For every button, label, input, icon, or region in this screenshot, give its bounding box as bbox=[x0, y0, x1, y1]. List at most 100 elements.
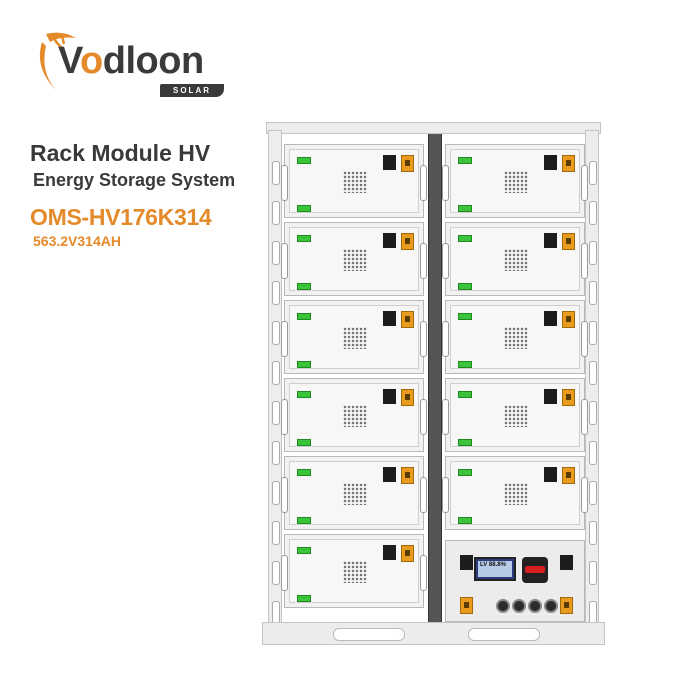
battery-module bbox=[281, 144, 427, 218]
rack-hole bbox=[589, 561, 597, 585]
battery-handle bbox=[281, 555, 288, 591]
rack-hole bbox=[589, 201, 597, 225]
base-handle-right bbox=[468, 628, 540, 641]
terminal-block-icon bbox=[544, 467, 557, 482]
battery-handle bbox=[442, 243, 449, 279]
battery-module bbox=[442, 300, 588, 374]
battery-rack: LV 88.8% bbox=[262, 122, 605, 645]
status-led-icon bbox=[297, 391, 311, 398]
rack-hole bbox=[272, 441, 280, 465]
breaker-switch[interactable] bbox=[522, 557, 548, 583]
status-led-icon bbox=[297, 469, 311, 476]
terminal-block-icon bbox=[383, 389, 396, 404]
rack-hole bbox=[272, 481, 280, 505]
rack-base bbox=[262, 622, 605, 645]
battery-handle bbox=[281, 399, 288, 435]
rack-hole bbox=[272, 161, 280, 185]
status-led-icon bbox=[458, 235, 472, 242]
lcd-display: LV 88.8% bbox=[474, 557, 516, 581]
rack-hole bbox=[272, 521, 280, 545]
status-led-icon bbox=[458, 361, 472, 368]
terminal-block-icon bbox=[383, 233, 396, 248]
vent-grille-icon bbox=[343, 249, 367, 271]
battery-handle bbox=[420, 399, 427, 435]
terminal-block-icon bbox=[544, 155, 557, 170]
status-led-icon bbox=[297, 595, 311, 602]
product-title: Rack Module HV bbox=[30, 140, 211, 166]
power-connector-icon bbox=[562, 389, 575, 406]
status-led-icon bbox=[458, 439, 472, 446]
power-connector-icon bbox=[401, 233, 414, 250]
battery-handle bbox=[581, 243, 588, 279]
control-panel: LV 88.8% bbox=[445, 540, 585, 622]
power-connector-icon bbox=[401, 467, 414, 484]
battery-handle bbox=[442, 399, 449, 435]
battery-module bbox=[442, 222, 588, 296]
terminal-block-icon bbox=[544, 233, 557, 248]
rack-hole bbox=[272, 561, 280, 585]
terminal-block-icon bbox=[383, 311, 396, 326]
rack-hole bbox=[272, 401, 280, 425]
model-number: OMS-HV176K314 bbox=[30, 204, 212, 230]
rack-hole bbox=[589, 161, 597, 185]
battery-module bbox=[281, 222, 427, 296]
battery-module bbox=[442, 378, 588, 452]
terminal-block-icon bbox=[383, 467, 396, 482]
port-icon bbox=[496, 599, 510, 613]
status-led-icon bbox=[297, 283, 311, 290]
status-led-icon bbox=[458, 283, 472, 290]
battery-module bbox=[281, 456, 427, 530]
brand-tagline: SOLAR bbox=[160, 84, 224, 97]
vent-grille-icon bbox=[504, 249, 528, 271]
vent-grille-icon bbox=[343, 405, 367, 427]
terminal-block-icon bbox=[460, 555, 473, 570]
battery-handle bbox=[420, 321, 427, 357]
rack-hole bbox=[589, 401, 597, 425]
lcd-readout: LV 88.8% bbox=[478, 561, 512, 577]
battery-handle bbox=[281, 243, 288, 279]
power-connector-icon bbox=[401, 545, 414, 562]
status-led-icon bbox=[297, 361, 311, 368]
power-connector-icon bbox=[562, 467, 575, 484]
vent-grille-icon bbox=[504, 171, 528, 193]
battery-handle bbox=[581, 477, 588, 513]
terminal-block-icon bbox=[544, 311, 557, 326]
rack-hole bbox=[272, 321, 280, 345]
battery-handle bbox=[281, 165, 288, 201]
battery-module bbox=[281, 300, 427, 374]
rack-top-frame bbox=[266, 122, 601, 134]
terminal-block-icon bbox=[560, 555, 573, 570]
status-led-icon bbox=[297, 157, 311, 164]
vent-grille-icon bbox=[343, 483, 367, 505]
terminal-block-icon bbox=[544, 389, 557, 404]
vent-grille-icon bbox=[504, 327, 528, 349]
vent-grille-icon bbox=[343, 327, 367, 349]
rack-post-right bbox=[585, 130, 599, 630]
rack-hole bbox=[272, 281, 280, 305]
battery-handle bbox=[442, 321, 449, 357]
port-icon bbox=[512, 599, 526, 613]
port-icon bbox=[544, 599, 558, 613]
battery-handle bbox=[420, 165, 427, 201]
power-connector-icon bbox=[562, 155, 575, 172]
battery-module bbox=[442, 456, 588, 530]
status-led-icon bbox=[458, 157, 472, 164]
rack-hole bbox=[589, 361, 597, 385]
rack-hole bbox=[272, 241, 280, 265]
status-led-icon bbox=[297, 517, 311, 524]
battery-handle bbox=[581, 399, 588, 435]
battery-module bbox=[442, 144, 588, 218]
battery-handle bbox=[442, 165, 449, 201]
status-led-icon bbox=[458, 205, 472, 212]
logo-swoosh-icon bbox=[39, 32, 76, 90]
power-connector-icon bbox=[560, 597, 573, 614]
port-icon bbox=[528, 599, 542, 613]
rack-hole bbox=[589, 521, 597, 545]
terminal-block-icon bbox=[383, 545, 396, 560]
battery-handle bbox=[281, 321, 288, 357]
power-connector-icon bbox=[460, 597, 473, 614]
vent-grille-icon bbox=[504, 483, 528, 505]
rack-hole bbox=[589, 321, 597, 345]
rack-hole bbox=[589, 281, 597, 305]
status-led-icon bbox=[458, 469, 472, 476]
